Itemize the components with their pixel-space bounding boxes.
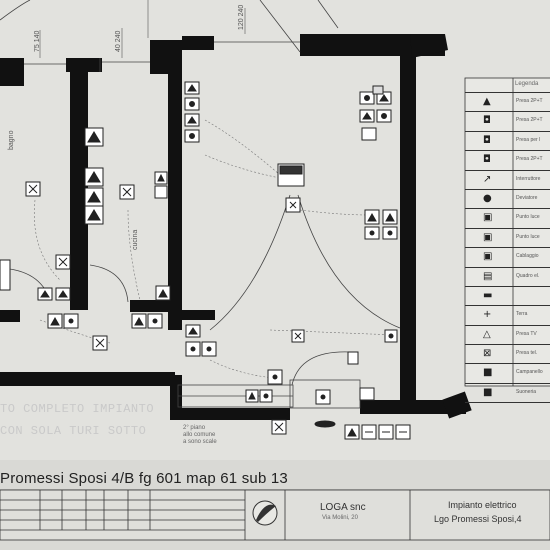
legend-row: ◘ Presa per l — [465, 132, 550, 152]
note-line-1: TO COMPLETO IMPIANTO — [0, 402, 155, 416]
socket-icon: ◘ — [483, 115, 491, 127]
electrical-symbols — [0, 81, 411, 440]
square-icon: ■ — [483, 386, 493, 398]
x-box-icon: ⊠ — [483, 348, 492, 360]
box-icon: ▣ — [483, 231, 493, 243]
legend-row-text: Interruttore — [516, 175, 541, 182]
legend-row-text: Presa 2P+T — [516, 156, 543, 163]
legend-row: + Terra — [465, 306, 550, 326]
room-label-bagno: bagno — [8, 130, 15, 150]
switch-icon: ↗ — [483, 173, 492, 185]
address-line: Promessi Sposi 4/B fg 601 map 61 sub 13 — [0, 470, 288, 487]
legend-row: ▤ Quadro el. — [465, 268, 550, 287]
company-name: LOGA snc — [320, 502, 366, 513]
legend-row-text: Presa TV — [516, 330, 537, 337]
room-label-cucina: cucina — [132, 229, 139, 250]
legend-row: ■ Campanello — [465, 364, 550, 384]
company-sub: Via Molini, 20 — [322, 515, 358, 521]
legend-row: ⊠ Presa tel. — [465, 345, 550, 365]
legend-row-text: Presa 2P+T — [516, 98, 543, 104]
legend-row-text: Terra — [516, 311, 528, 318]
legend-row-text: Presa per l — [516, 136, 541, 143]
company-logo — [252, 500, 278, 526]
legend-row: ▣ Punto luce — [465, 209, 550, 229]
legend-row-text: Punto luce — [516, 233, 540, 240]
legend-row-text: Deviatore — [516, 194, 538, 201]
project-line-2: Lgo Promessi Sposi,4 — [434, 514, 522, 524]
legend-rows: ▲ Presa 2P+T ◘ Presa 2P+T ◘ Presa per l ◘ Presa… — [465, 93, 550, 404]
note-line-2: CON SOLA TURI SOTTO — [0, 424, 147, 438]
legend-row-text: Campanello — [516, 369, 543, 376]
legend-header-row: Legenda — [465, 78, 550, 93]
legend-row-text: Presa tel. — [516, 350, 538, 357]
legend-row-text: Quadro el. — [516, 272, 540, 279]
legend-header: Legenda — [515, 81, 539, 87]
dot-icon: ● — [483, 192, 492, 204]
dimension-lines — [39, 0, 246, 58]
project-line-1: Impianto elettrico — [448, 500, 517, 510]
panel-icon: ▤ — [483, 270, 493, 282]
legend-row-text: Presa 2P+T — [516, 117, 543, 124]
legend-table — [464, 77, 550, 387]
dimension-label-2: 40 240 — [115, 30, 122, 52]
legend-row: ◘ Presa 2P+T — [465, 151, 550, 171]
stair-note: 2° piano allo comune a sono scale — [183, 425, 217, 445]
legend-row-text: Suoneria — [516, 388, 537, 395]
legend-row-text: Cablaggio — [516, 253, 539, 260]
legend-row: ● Deviatore — [465, 190, 550, 210]
legend-row: ▣ Punto luce — [465, 229, 550, 249]
box-icon: ▣ — [483, 251, 493, 263]
walls — [0, 34, 472, 420]
box-icon: ▣ — [483, 212, 493, 224]
square-icon: ■ — [483, 367, 493, 379]
dimension-label-3: 120 240 — [238, 4, 245, 30]
socket-icon: ◘ — [483, 134, 491, 146]
legend-row: ▬ — [465, 287, 550, 307]
dimension-label-1: 75 140 — [34, 30, 41, 52]
legend-row-text: Punto luce — [516, 214, 540, 221]
legend-row: ↗ Interruttore — [465, 171, 550, 190]
legend-row: ▲ Presa 2P+T — [465, 93, 550, 113]
up-arrow-icon: ▲ — [483, 96, 491, 107]
legend-row: △ Presa TV — [465, 326, 550, 346]
socket-icon: ◘ — [483, 154, 491, 166]
plus-icon: + — [483, 309, 492, 321]
legend: Legenda ▲ Presa 2P+T ◘ Presa 2P+T ◘ Presa per… — [465, 78, 550, 404]
legend-row: ▣ Cablaggio — [465, 248, 550, 268]
triangle-icon: △ — [483, 328, 491, 340]
legend-row: ■ Suoneria — [465, 384, 550, 404]
bar-icon: ▬ — [483, 289, 493, 301]
legend-row: ◘ Presa 2P+T — [465, 112, 550, 132]
door-swings — [0, 0, 401, 386]
